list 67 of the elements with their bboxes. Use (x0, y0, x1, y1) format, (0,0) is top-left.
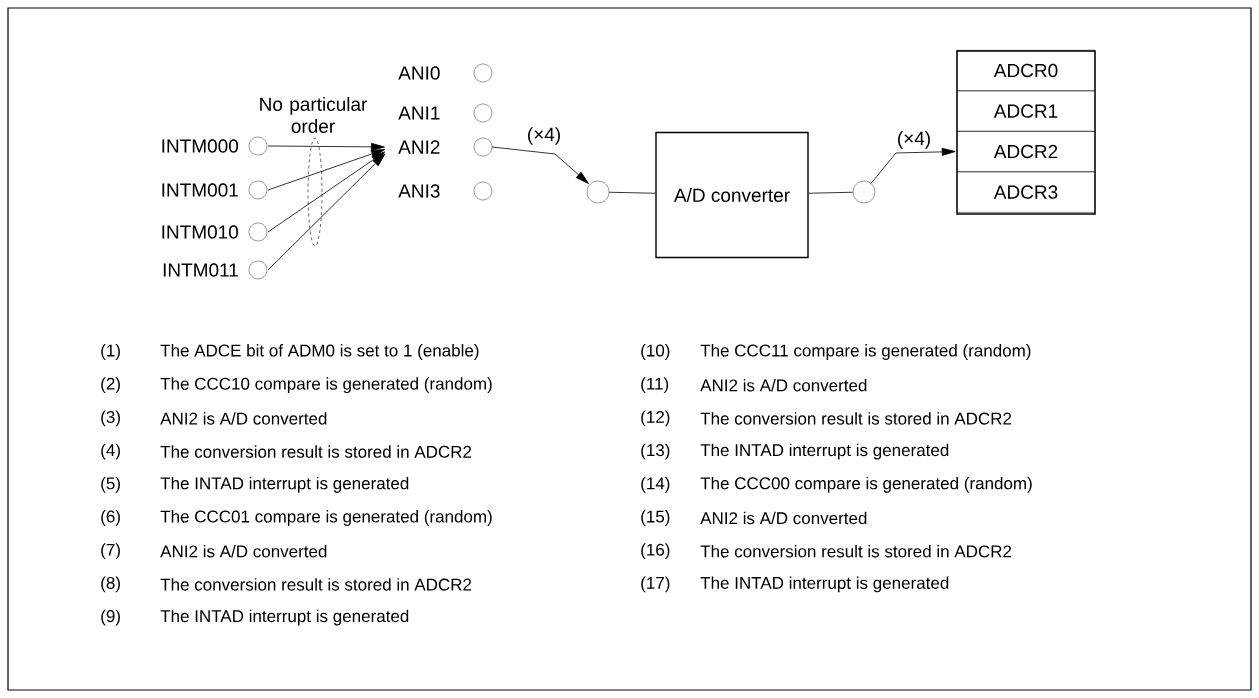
list-text: The CCC00 compare is generated (random) (700, 476, 1032, 493)
node-label: ANI1 (398, 106, 440, 120)
node-label: INTM011 (163, 263, 238, 277)
list-text: ANI2 is A/D converted (700, 378, 867, 392)
list-text: The conversion result is stored in ADCR2 (160, 578, 472, 591)
node-label: ANI3 (398, 184, 440, 198)
arrow (267, 149, 385, 191)
terminal: ANI2 (398, 137, 493, 157)
list-number: (13) (641, 443, 670, 460)
node-label: ANI2 (398, 140, 440, 154)
list-text: The INTAD interrupt is generated (700, 576, 949, 593)
node-label: INTM001 (162, 183, 238, 197)
list-text: The INTAD interrupt is generated (700, 443, 949, 460)
list-text: ANI2 is A/D converted (700, 511, 867, 525)
list-text: The CCC10 compare is generated (random) (160, 377, 492, 394)
list-number: (8) (101, 576, 120, 593)
arrow (267, 153, 386, 271)
list-text: The ADCE bit of ADM0 is set to 1 (enable) (160, 344, 479, 360)
list-number: (2) (101, 377, 120, 394)
arrow (491, 146, 589, 184)
register-cell: ADCR1 (956, 90, 1096, 132)
terminal: ANI1 (398, 103, 493, 123)
list-number: (10) (641, 344, 670, 360)
converter-box: A/D converter (655, 131, 809, 259)
list-number: (3) (101, 410, 120, 427)
list-number: (9) (101, 609, 120, 626)
list-text: The conversion result is stored in ADCR2 (160, 445, 472, 458)
node-label: ANI0 (398, 66, 440, 80)
list-number: (6) (101, 510, 120, 526)
terminal-circle (852, 180, 876, 204)
register-cell: ADCR2 (956, 131, 1096, 172)
node-label: INTM000 (162, 139, 239, 153)
terminal: ANI0 (398, 63, 493, 83)
arrow (267, 142, 385, 151)
list-number: (11) (641, 377, 669, 394)
list-text: The INTAD interrupt is generated (160, 476, 409, 493)
list-number: (16) (641, 543, 670, 560)
edge-label: (×4) (525, 126, 563, 146)
arrow (267, 151, 386, 233)
terminal: INTM001 (162, 180, 268, 200)
list-text: The conversion result is stored in ADCR2 (700, 544, 1012, 558)
list-text: The CCC01 compare is generated (random) (160, 510, 492, 526)
terminal: INTM010 (162, 222, 268, 242)
register-cell: ADCR3 (956, 171, 1096, 213)
terminal: INTM000 (162, 136, 268, 156)
terminal: ANI3 (398, 181, 493, 201)
register-box (956, 50, 1096, 215)
terminal-circle (586, 180, 610, 204)
list-text: The conversion result is stored in ADCR2 (700, 412, 1012, 425)
list-number: (1) (101, 344, 120, 360)
list-text: ANI2 is A/D converted (160, 544, 327, 558)
register-cell: ADCR0 (956, 50, 1096, 91)
list-text: The CCC11 compare is generated (random) (700, 344, 1031, 360)
list-number: (17) (641, 576, 670, 593)
terminal: INTM011 (163, 260, 268, 280)
list-text: The INTAD interrupt is generated (160, 609, 409, 626)
list-number: (7) (101, 543, 120, 560)
note-text: No particular order (260, 97, 368, 133)
list-text: ANI2 is A/D converted (160, 412, 327, 425)
list-number: (4) (101, 443, 120, 460)
list-number: (12) (641, 410, 670, 427)
list-number: (5) (101, 476, 120, 493)
node-label: INTM010 (162, 225, 239, 239)
arrow (870, 147, 956, 184)
list-number: (15) (641, 510, 670, 526)
edge-label: (×4) (895, 130, 933, 150)
list-number: (14) (641, 476, 670, 493)
